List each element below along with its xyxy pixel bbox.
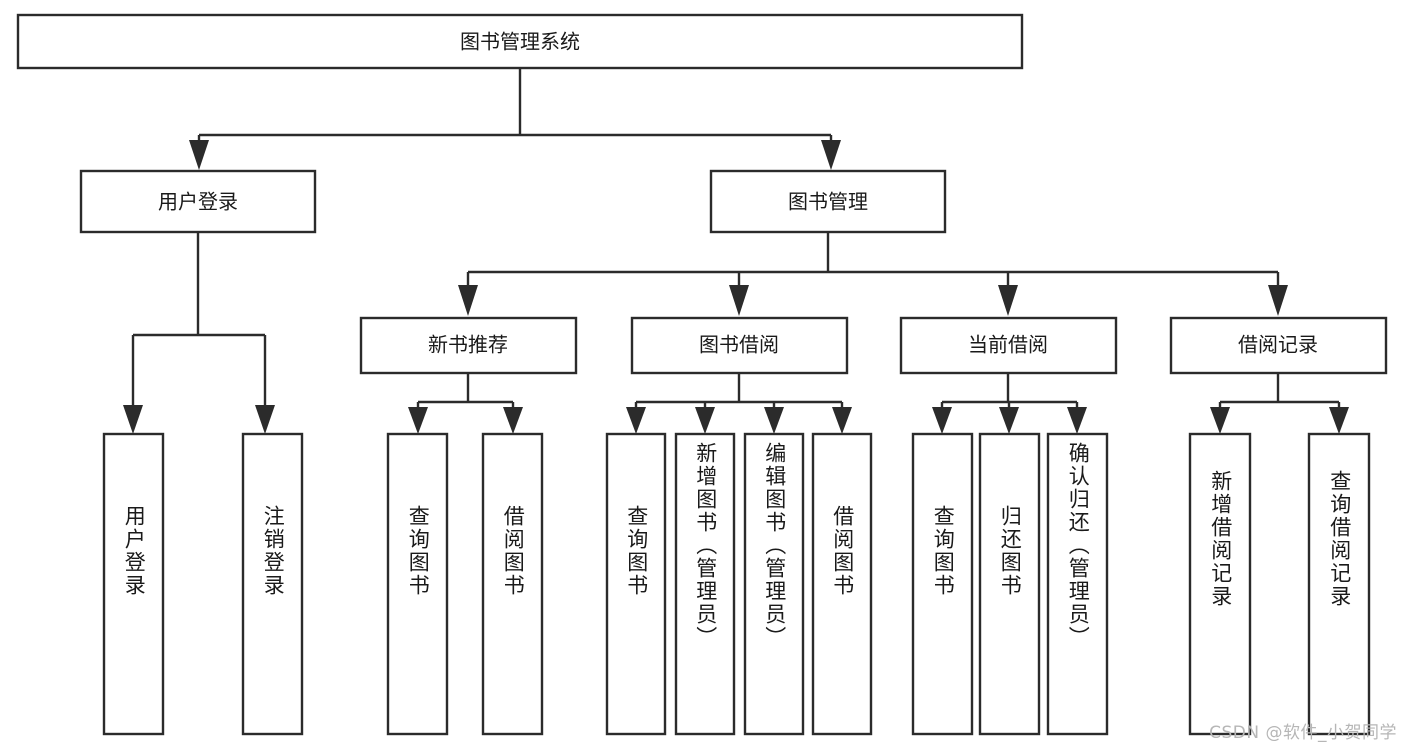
leaf-box-br-2[interactable] — [1307, 432, 1371, 736]
arrow-head-new-book — [458, 285, 478, 316]
arrow-head-bb-leaf4 — [832, 407, 852, 434]
borrow-record-node-label: 借阅记录 — [1238, 333, 1318, 357]
borrow-record-node-box[interactable] — [1169, 316, 1388, 375]
leaf-box-bb-2[interactable] — [674, 432, 736, 736]
leaf-box-bb-3[interactable] — [743, 432, 805, 736]
arrow-head-user-login-leaf1 — [123, 405, 143, 434]
arrow-head-br-leaf1 — [1210, 407, 1230, 434]
arrow-head-book-borrow — [729, 285, 749, 316]
leaf-box-br-1[interactable] — [1188, 432, 1252, 736]
user-login-node-label: 用户登录 — [158, 190, 238, 214]
arrow-head-to-user-login — [189, 140, 209, 170]
leaf-box-nbr-2[interactable] — [481, 432, 544, 736]
leaf-box-nbr-1[interactable] — [386, 432, 449, 736]
node-book-management[interactable]: 图书管理 — [709, 169, 947, 234]
arrow-head-bb-leaf2 — [695, 407, 715, 434]
arrow-head-cb-leaf2 — [999, 407, 1019, 434]
arrow-head-borrow-record — [1268, 285, 1288, 316]
node-book-borrow[interactable]: 图书借阅 — [630, 316, 849, 375]
arrow-head-bb-leaf3 — [764, 407, 784, 434]
node-borrow-record[interactable]: 借阅记录 — [1169, 316, 1388, 375]
arrow-head-cb-leaf1 — [932, 407, 952, 434]
new-book-recommend-node-label: 新书推荐 — [428, 333, 508, 357]
arrow-head-nbr-leaf1 — [408, 407, 428, 434]
book-management-node-label: 图书管理 — [788, 190, 868, 214]
node-user-login[interactable]: 用户登录 — [79, 169, 317, 234]
arrow-head-bb-leaf1 — [626, 407, 646, 434]
leaf-box-cb-1[interactable] — [911, 432, 974, 736]
root-node-label: 图书管理系统 — [460, 30, 580, 54]
leaf-box-cb-2[interactable] — [978, 432, 1041, 736]
leaf-box-user-login-2[interactable] — [241, 432, 304, 736]
arrow-head-br-leaf2 — [1329, 407, 1349, 434]
node-root-book-management-system[interactable]: 图书管理系统 — [16, 13, 1024, 70]
book-borrow-node-label: 图书借阅 — [699, 333, 779, 357]
current-borrow-node-label: 当前借阅 — [968, 333, 1048, 357]
arrow-head-cb-leaf3 — [1067, 407, 1087, 434]
node-new-book-recommend[interactable]: 新书推荐 — [359, 316, 578, 375]
new-book-recommend-node-box[interactable] — [359, 316, 578, 375]
arrow-head-current-borrow — [998, 285, 1018, 316]
leaf-box-bb-1[interactable] — [605, 432, 667, 736]
arrow-head-user-login-leaf2 — [255, 405, 275, 434]
book-management-node-box[interactable] — [709, 169, 947, 234]
current-borrow-node-box[interactable] — [899, 316, 1118, 375]
book-borrow-node-box[interactable] — [630, 316, 849, 375]
leaf-box-user-login-1[interactable] — [102, 432, 165, 736]
root-node-box[interactable] — [16, 13, 1024, 70]
leaf-box-cb-3[interactable] — [1046, 432, 1109, 736]
arrow-head-to-book-mgmt — [821, 140, 841, 170]
node-current-borrow[interactable]: 当前借阅 — [899, 316, 1118, 375]
arrow-head-nbr-leaf2 — [503, 407, 523, 434]
leaf-box-bb-4[interactable] — [811, 432, 873, 736]
csdn-watermark: CSDN @软件_小贺同学 — [1209, 723, 1397, 743]
